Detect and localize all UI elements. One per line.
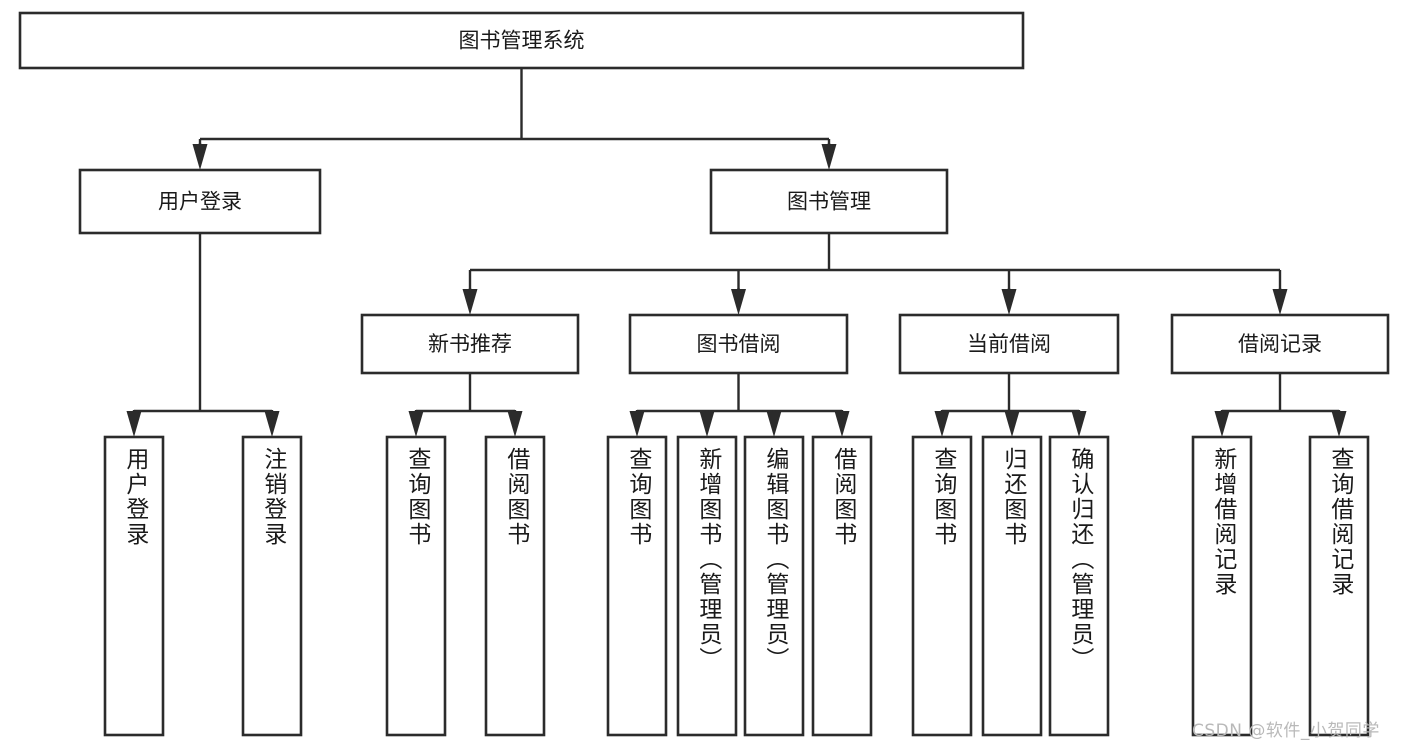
node-box-leaf-add-book[interactable] [676, 435, 738, 737]
arrow-head-icon [1331, 411, 1347, 437]
arrow-head-icon [821, 144, 837, 170]
node-box-leaf-query-record[interactable] [1308, 435, 1370, 737]
node-box-leaf-borrow-book-1[interactable] [484, 435, 546, 737]
node-label-root: 图书管理系统 [459, 29, 585, 53]
node-label-book-manage: 图书管理 [787, 190, 871, 214]
node-label-book-borrow: 图书借阅 [697, 332, 781, 356]
arrow-head-icon [834, 411, 850, 437]
arrow-head-icon [1272, 289, 1288, 315]
node-box-borrow-record[interactable] [1170, 313, 1390, 375]
arrow-head-icon [408, 411, 424, 437]
arrow-head-icon [1214, 411, 1230, 437]
node-box-user-login[interactable] [78, 168, 322, 235]
node-box-leaf-query-book-2[interactable] [606, 435, 668, 737]
node-box-leaf-add-record[interactable] [1191, 435, 1253, 737]
node-box-root[interactable] [18, 11, 1025, 70]
node-box-leaf-user-login[interactable] [103, 435, 165, 737]
node-box-leaf-query-book-1[interactable] [385, 435, 447, 737]
node-box-leaf-edit-book[interactable] [743, 435, 805, 737]
arrow-head-icon [1004, 411, 1020, 437]
node-box-leaf-borrow-book-2[interactable] [811, 435, 873, 737]
arrow-head-icon [731, 289, 746, 315]
node-box-leaf-return-book[interactable] [981, 435, 1043, 737]
node-box-book-manage[interactable] [709, 168, 949, 235]
arrow-head-icon [1001, 289, 1017, 315]
arrow-head-icon [507, 411, 523, 437]
connector-lines [126, 68, 1347, 437]
node-label-new-book-recommend: 新书推荐 [428, 332, 512, 356]
node-boxes [18, 11, 1390, 737]
node-box-leaf-query-book-3[interactable] [911, 435, 973, 737]
node-label-user-login: 用户登录 [158, 190, 242, 214]
arrow-head-icon [192, 144, 208, 170]
node-box-book-borrow[interactable] [628, 313, 849, 375]
arrow-head-icon [629, 411, 645, 437]
node-label-current-borrow: 当前借阅 [967, 332, 1051, 356]
arrow-head-icon [1071, 411, 1087, 437]
node-box-new-book-recommend[interactable] [360, 313, 580, 375]
arrow-head-icon [126, 411, 142, 437]
arrow-head-icon [699, 411, 715, 437]
arrow-head-icon [766, 411, 782, 437]
arrow-head-icon [462, 289, 478, 315]
arrow-head-icon [934, 411, 950, 437]
node-box-leaf-logout[interactable] [241, 435, 303, 737]
node-label-borrow-record: 借阅记录 [1238, 332, 1322, 356]
node-box-leaf-confirm-return[interactable] [1048, 435, 1110, 737]
arrow-head-icon [264, 411, 280, 437]
node-box-current-borrow[interactable] [898, 313, 1120, 375]
csdn-watermark: CSDN @软件_小贺同学 [1192, 721, 1380, 741]
